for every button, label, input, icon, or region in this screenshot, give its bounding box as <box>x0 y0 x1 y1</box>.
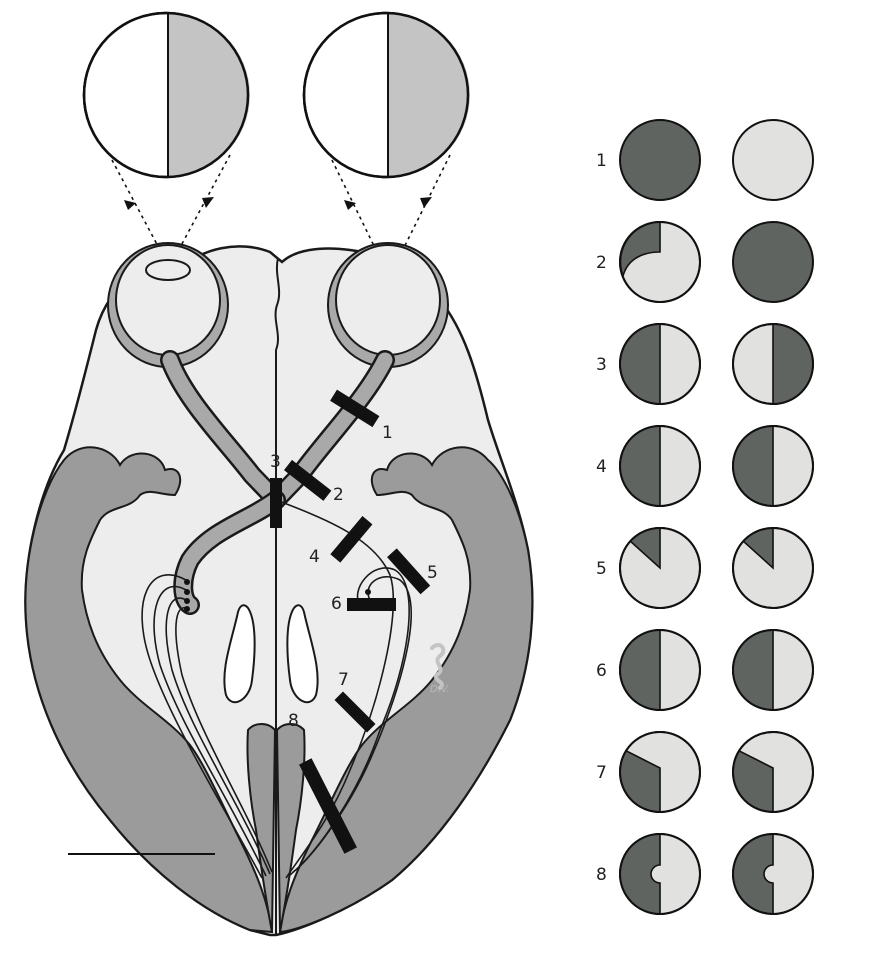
field-circle-full-seeing <box>733 120 813 200</box>
lesion-bar-3 <box>270 478 282 528</box>
field-row-label: 4 <box>596 457 607 477</box>
lesion-label-1: 1 <box>382 423 393 443</box>
left-eye <box>108 243 228 367</box>
field-row-label: 1 <box>596 151 607 171</box>
field-row-1: 1 <box>596 120 813 200</box>
field-row-label: 3 <box>596 355 607 375</box>
field-row-8: 8 <box>596 834 813 914</box>
visual-field-right-eye <box>304 13 470 177</box>
field-row-label: 5 <box>596 559 607 579</box>
field-row-label: 7 <box>596 763 607 783</box>
field-circle-left-half-loss <box>620 630 700 710</box>
field-row-4: 4 <box>596 426 813 506</box>
field-circle-upper-nasal-quadrant-loss <box>620 222 700 302</box>
right-eye <box>328 243 448 367</box>
lesion-label-8: 8 <box>288 711 299 731</box>
field-circle-upper-left-wedge <box>620 528 700 608</box>
field-circle-left-half-loss <box>620 324 700 404</box>
lesion-bar-6 <box>347 598 396 611</box>
lesion-label-4: 4 <box>309 547 320 567</box>
field-row-6: 6 <box>596 630 813 710</box>
field-circle-upper-left-wedge <box>733 528 813 608</box>
field-circle-left-half-loss <box>733 630 813 710</box>
visual-field-left-eye <box>84 13 250 177</box>
field-circle-left-half-loss-oblique <box>620 732 700 812</box>
watermark-text: D.V. <box>430 684 450 695</box>
lesion-label-6: 6 <box>331 594 342 614</box>
field-circle-full-blind <box>620 120 700 200</box>
field-circle-left-half-loss <box>733 426 813 506</box>
field-row-label: 6 <box>596 661 607 681</box>
field-circle-right-half-loss <box>733 324 813 404</box>
lesion-label-3: 3 <box>270 452 281 472</box>
lesion-label-2: 2 <box>333 485 344 505</box>
field-circle-left-half-loss-macular-sparing <box>620 834 700 914</box>
visual-field-deficit-grid: 1 2 3 4 5 6 7 8 <box>596 120 813 914</box>
field-row-label: 2 <box>596 253 607 273</box>
field-row-7: 7 <box>596 732 813 812</box>
lesion-label-7: 7 <box>338 670 349 690</box>
field-row-label: 8 <box>596 865 607 885</box>
field-row-5: 5 <box>596 528 813 608</box>
lesion-label-5: 5 <box>427 563 438 583</box>
field-circle-left-half-loss-macular-sparing <box>733 834 813 914</box>
field-row-3: 3 <box>596 324 813 404</box>
field-circle-left-half-loss <box>620 426 700 506</box>
field-row-2: 2 <box>596 222 813 302</box>
field-circle-full-blind <box>733 222 813 302</box>
field-circle-left-half-loss-oblique <box>733 732 813 812</box>
